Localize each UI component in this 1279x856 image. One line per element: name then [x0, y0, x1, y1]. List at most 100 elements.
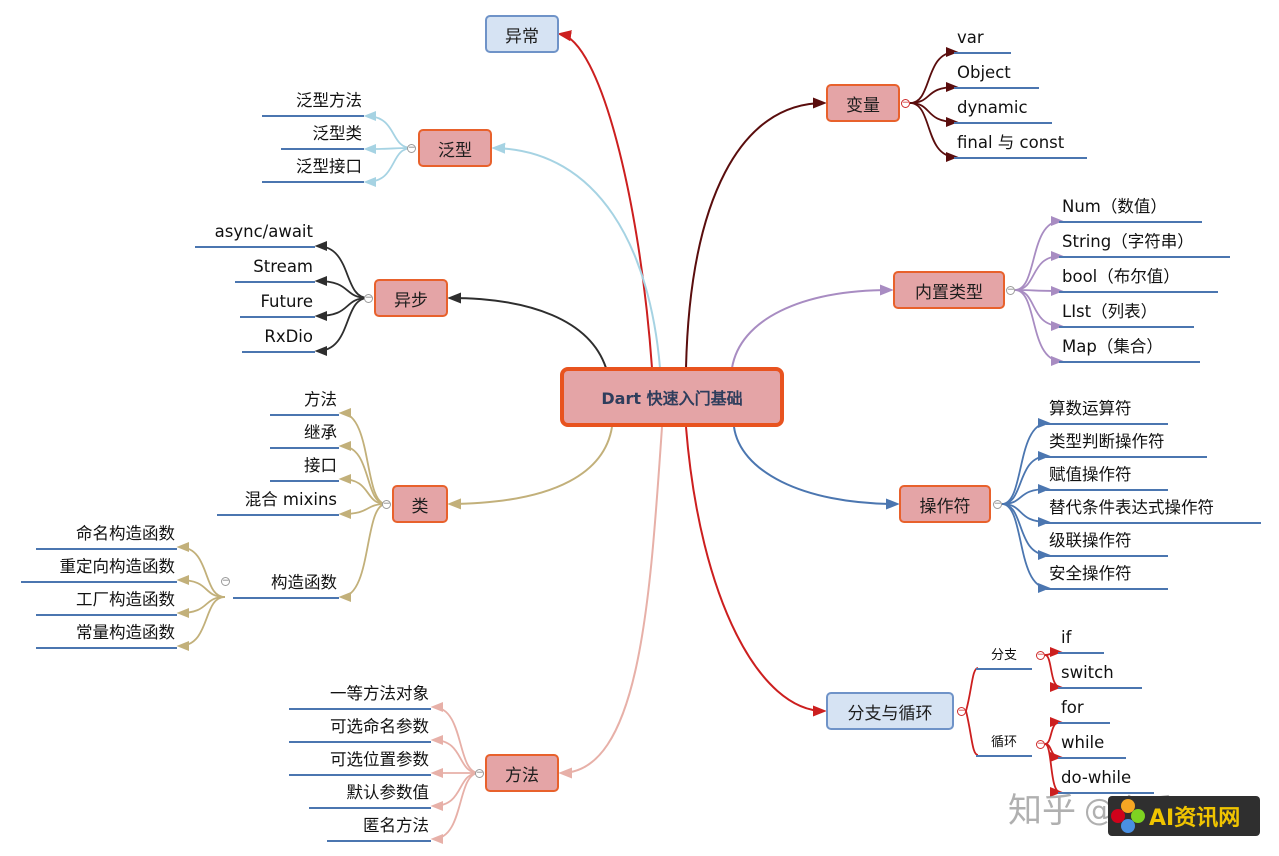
builtin-item[interactable]: Map（集合） [1059, 335, 1200, 363]
async-item[interactable]: Stream [235, 255, 315, 283]
node-exception[interactable]: 异常 [485, 15, 559, 53]
edge-branch-loop [685, 426, 827, 717]
edge-constructor-item [176, 541, 226, 598]
operator-item[interactable]: 级联操作符 [1046, 529, 1168, 557]
node-builtin-types[interactable]: 内置类型 [893, 271, 1005, 309]
class-item[interactable]: 接口 [270, 454, 339, 482]
collapse-toggle-icon[interactable]: − [407, 143, 416, 153]
watermark-logo-text: AI资讯网 [1149, 806, 1241, 831]
collapse-toggle-icon[interactable]: − [475, 768, 484, 778]
edge-branch-item [1044, 654, 1063, 693]
generics-item[interactable]: 泛型接口 [262, 155, 364, 183]
collapse-toggle-icon[interactable]: − [993, 499, 1002, 509]
method-item[interactable]: 可选位置参数 [289, 748, 431, 776]
variable-item[interactable]: final 与 const [954, 131, 1087, 159]
node-branch-loop[interactable]: 分支与循环 [826, 692, 954, 730]
method-item[interactable]: 一等方法对象 [289, 682, 431, 710]
operator-item[interactable]: 类型判断操作符 [1046, 430, 1207, 458]
method-item[interactable]: 可选命名参数 [289, 715, 431, 743]
edge-class-item [338, 503, 387, 603]
collapse-toggle-icon[interactable]: − [1006, 285, 1015, 295]
class-item[interactable]: 混合 mixins [217, 488, 339, 516]
collapse-toggle-icon[interactable]: − [901, 98, 910, 108]
operator-item[interactable]: 算数运算符 [1046, 397, 1168, 425]
edge-method-item [430, 772, 480, 845]
branch-item[interactable]: switch [1058, 661, 1142, 689]
flow-branch-label[interactable]: 分支 [976, 646, 1032, 670]
edge-class [447, 426, 613, 510]
constructor-item[interactable]: 重定向构造函数 [21, 555, 177, 583]
constructor-item[interactable]: 工厂构造函数 [36, 588, 177, 616]
edge-operator-item [1001, 417, 1051, 505]
async-item[interactable]: RxDio [242, 325, 315, 353]
variable-item[interactable]: Object [954, 61, 1039, 89]
constructor-item[interactable]: 常量构造函数 [36, 621, 177, 649]
root-node[interactable]: Dart 快速入门基础 [560, 367, 784, 427]
builtin-item[interactable]: LIst（列表） [1059, 300, 1194, 328]
node-async[interactable]: 异步 [374, 279, 448, 317]
edge-method-item [430, 772, 480, 812]
collapse-toggle-icon[interactable]: − [364, 293, 373, 303]
generics-item[interactable]: 泛型方法 [262, 89, 364, 117]
collapse-toggle-icon[interactable]: − [1036, 650, 1045, 660]
edge-method-item [430, 734, 480, 774]
class-constructor[interactable]: 构造函数 [233, 571, 339, 599]
edge-builtin-item [1014, 250, 1064, 291]
edge-async [447, 292, 607, 369]
generics-item[interactable]: 泛型类 [281, 122, 364, 150]
flower-logo-icon [1111, 799, 1145, 833]
loop-item[interactable]: while [1058, 731, 1126, 759]
edge-generics [491, 142, 661, 369]
async-item[interactable]: async/await [195, 220, 315, 248]
operator-item[interactable]: 安全操作符 [1046, 562, 1168, 590]
loop-item[interactable]: for [1058, 696, 1110, 724]
class-item[interactable]: 方法 [270, 388, 339, 416]
node-operators[interactable]: 操作符 [899, 485, 991, 523]
edge-flow-branch [965, 667, 979, 712]
edge-generics-item [363, 147, 413, 188]
edge-builtin [731, 284, 894, 369]
edge-async-item [314, 297, 369, 357]
edge-class-item [338, 503, 387, 520]
method-item[interactable]: 匿名方法 [327, 814, 431, 842]
method-item[interactable]: 默认参数值 [309, 781, 431, 809]
edge-class-item [338, 407, 387, 505]
watermark-logo: AI资讯网 [1108, 796, 1260, 836]
builtin-item[interactable]: bool（布尔值） [1059, 265, 1218, 293]
edge-generics-item [363, 110, 413, 149]
collapse-toggle-icon[interactable]: − [1036, 739, 1045, 749]
node-class[interactable]: 类 [392, 485, 448, 523]
edge-variable [685, 97, 827, 369]
edge-async-item [314, 297, 369, 322]
edge-operator [733, 426, 900, 510]
edge-builtin-item [1014, 289, 1064, 367]
async-item[interactable]: Future [240, 290, 315, 318]
variable-item[interactable]: var [954, 26, 1011, 54]
node-generics[interactable]: 泛型 [418, 129, 492, 167]
flow-loop-label[interactable]: 循环 [976, 733, 1032, 757]
branch-item[interactable]: if [1058, 626, 1104, 654]
edge-constructor-item [176, 596, 226, 652]
collapse-toggle-icon[interactable]: − [957, 706, 966, 716]
operator-item[interactable]: 替代条件表达式操作符 [1046, 496, 1261, 524]
node-variable[interactable]: 变量 [826, 84, 900, 122]
variable-item[interactable]: dynamic [954, 96, 1052, 124]
edge-builtin-item [1014, 215, 1064, 291]
operator-item[interactable]: 赋值操作符 [1046, 463, 1168, 491]
collapse-toggle-icon[interactable]: − [221, 576, 230, 586]
edge-builtin-item [1014, 289, 1064, 332]
loop-item[interactable]: do-while [1058, 766, 1154, 794]
edge-class-item [338, 473, 387, 505]
builtin-item[interactable]: String（字符串） [1059, 230, 1230, 258]
builtin-item[interactable]: Num（数值） [1059, 195, 1202, 223]
node-method[interactable]: 方法 [485, 754, 559, 792]
collapse-toggle-icon[interactable]: − [382, 499, 391, 509]
edge-method [558, 426, 663, 779]
edge-variable-item [909, 46, 959, 104]
class-item[interactable]: 继承 [270, 421, 339, 449]
edge-variable-item [909, 102, 959, 163]
constructor-item[interactable]: 命名构造函数 [36, 522, 177, 550]
edge-exception [557, 30, 653, 369]
